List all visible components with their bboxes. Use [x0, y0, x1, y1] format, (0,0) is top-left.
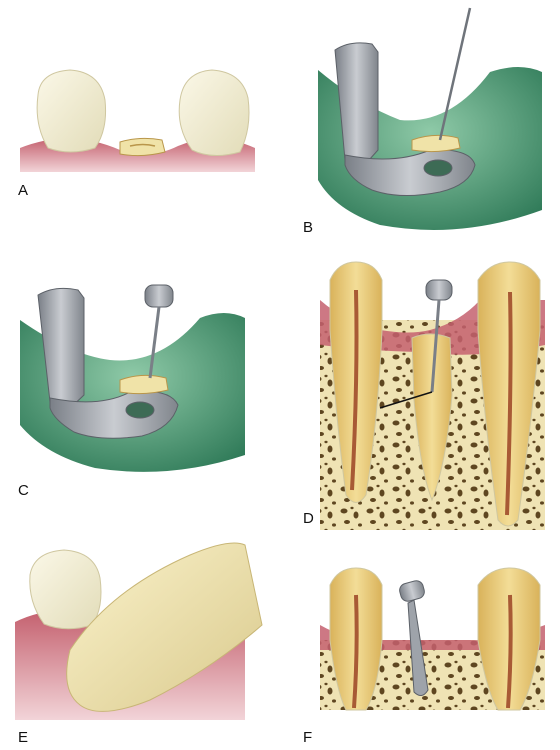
explorer-instrument [438, 7, 472, 141]
bur [407, 599, 429, 696]
panel-d [320, 261, 545, 530]
bur-shank [148, 306, 161, 379]
panel-label-d: D [303, 510, 314, 527]
handpiece-head [425, 279, 453, 301]
bur-shank [430, 299, 441, 393]
panel-b [318, 7, 542, 230]
fractured-tooth [119, 137, 166, 157]
clamp-hole [423, 159, 453, 177]
panel-f [320, 567, 545, 711]
tooth-crown-right [178, 69, 250, 156]
panel-a [20, 69, 255, 172]
finger [66, 542, 263, 712]
panel-label-b: B [303, 219, 313, 236]
pulp-exposure [129, 143, 156, 147]
tooth-crown-left [36, 69, 106, 153]
pulp-canal-right [505, 291, 513, 516]
panel-label-f: F [303, 729, 312, 746]
panel-c [20, 284, 245, 472]
pulp-canal-left [352, 594, 359, 709]
pulp-canal-left [350, 289, 359, 491]
panel-label-c: C [18, 482, 29, 499]
handpiece-head [144, 284, 174, 308]
isolated-tooth [411, 134, 461, 153]
panel-e [15, 542, 263, 720]
clamp-hole [125, 401, 155, 419]
isolated-tooth [119, 374, 169, 395]
tooth-crown [29, 549, 102, 630]
panel-label-e: E [18, 729, 28, 746]
panel-label-a: A [18, 182, 28, 199]
pulp-canal-right [506, 594, 513, 709]
handpiece-head [399, 580, 425, 602]
direction-arrow [379, 391, 433, 409]
